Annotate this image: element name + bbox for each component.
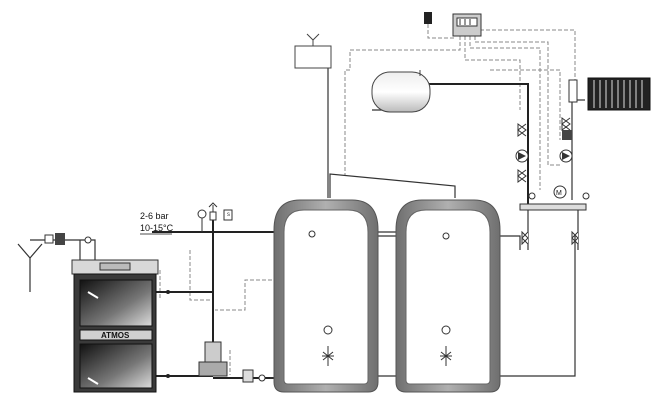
- lower-door: [79, 343, 153, 389]
- mixing-valve-motor: M: [553, 185, 567, 199]
- storage-tank-1: [273, 199, 379, 393]
- svg-text:M: M: [556, 190, 562, 197]
- inlet-temperature-label: 10-15°C: [140, 223, 174, 233]
- safety-valve-icon: s: [223, 209, 233, 221]
- radiator: [568, 77, 651, 111]
- circuit-pump-2: [559, 149, 573, 163]
- check-valves: [517, 117, 579, 246]
- controller-unit: [424, 12, 482, 37]
- storage-tank-2: [395, 199, 501, 393]
- tank2-thermometer-icon: [441, 325, 451, 335]
- inlet-pressure-label: 2-6 bar: [140, 211, 169, 221]
- drain-funnel: [17, 243, 43, 292]
- boiler: ATMOS: [71, 259, 170, 393]
- boiler-nameplate: [79, 329, 153, 341]
- svg-text:s: s: [227, 212, 230, 218]
- circuit-pump-1: [515, 149, 529, 163]
- expansion-tank: [294, 33, 332, 69]
- inlet-valve-group: [44, 233, 92, 245]
- distribution-manifold: [519, 203, 587, 211]
- hot-water-cylinder: [371, 70, 431, 113]
- room-sensor-icon: [424, 12, 432, 24]
- boiler-brand-label: ATMOS: [101, 331, 130, 340]
- pressure-gauge-icon: [197, 209, 207, 232]
- thermostatic-mixing-valve: [198, 341, 266, 383]
- upper-door: [79, 279, 153, 327]
- tank1-thermometer-icon: [323, 325, 333, 335]
- air-vent-icon: [208, 202, 218, 221]
